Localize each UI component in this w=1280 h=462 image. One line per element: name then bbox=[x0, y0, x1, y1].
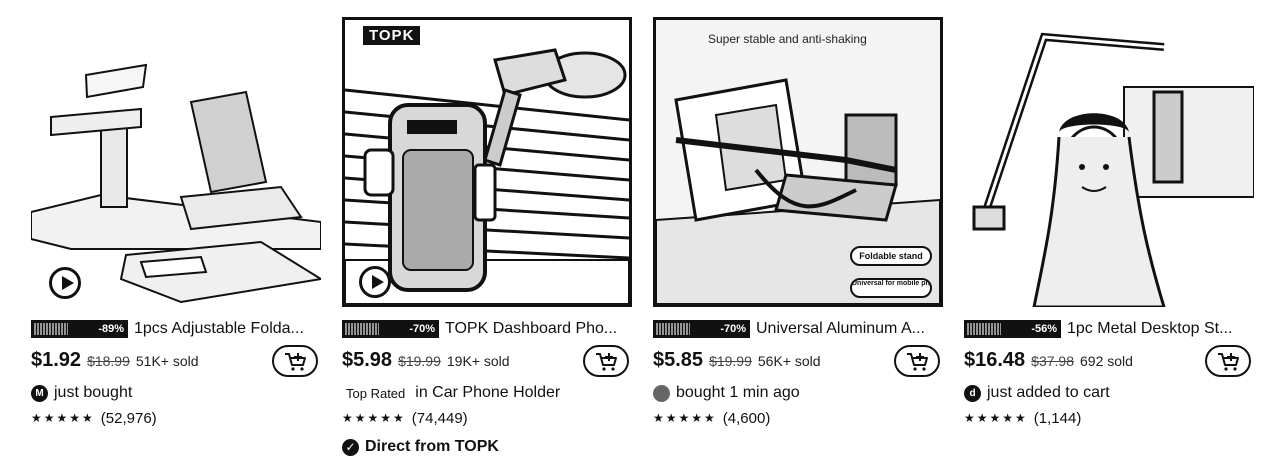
sold-count: 19K+ sold bbox=[446, 353, 510, 369]
review-count: (52,976) bbox=[100, 409, 157, 427]
product-title[interactable]: 1pc Metal Desktop St... bbox=[1067, 320, 1233, 337]
verified-badge-icon: ✓ bbox=[342, 438, 359, 456]
user-avatar-icon: d bbox=[964, 384, 981, 402]
product-card[interactable]: TOPK -70% TOPK Dashboard Pho... $5.98 $1… bbox=[332, 0, 632, 462]
product-card[interactable]: Super stable and anti-shaking Foldable s… bbox=[643, 0, 943, 462]
star-icon: ★★★★★ bbox=[342, 411, 406, 425]
activity-row: d just added to cart bbox=[964, 382, 1110, 404]
top-rated-row[interactable]: Top Rated in Car Phone Holder bbox=[342, 382, 560, 404]
user-avatar-icon bbox=[653, 384, 670, 402]
user-avatar-icon: M bbox=[31, 384, 48, 402]
rating-row[interactable]: ★★★★★ (52,976) bbox=[31, 408, 157, 428]
product-title[interactable]: Universal Aluminum A... bbox=[756, 320, 925, 337]
direct-from-brand-link[interactable]: ✓ Direct from TOPK bbox=[342, 436, 499, 458]
original-price: $37.98 bbox=[1031, 353, 1074, 369]
sold-count: 56K+ sold bbox=[757, 353, 821, 369]
star-icon: ★★★★★ bbox=[31, 411, 95, 425]
top-rated-label: Top Rated bbox=[346, 385, 406, 401]
car-phone-holder-illustration bbox=[345, 20, 629, 304]
deal-badge: -70% bbox=[653, 320, 750, 338]
deal-badge: -89% bbox=[31, 320, 128, 338]
rating-row[interactable]: ★★★★★ (74,449) bbox=[342, 408, 468, 428]
sale-price: $16.48 bbox=[964, 349, 1026, 371]
feature-badge: Foldable stand bbox=[850, 246, 932, 266]
image-caption: Super stable and anti-shaking bbox=[708, 32, 867, 46]
add-to-cart-icon bbox=[596, 353, 617, 371]
price-row: $5.98 $19.99 19K+ sold bbox=[342, 349, 510, 375]
activity-row: bought 1 min ago bbox=[653, 382, 800, 404]
product-card[interactable]: -56% 1pc Metal Desktop St... $16.48 $37.… bbox=[954, 0, 1254, 462]
star-icon: ★★★★★ bbox=[653, 411, 717, 425]
sale-price: $5.98 bbox=[342, 349, 393, 371]
product-title-row[interactable]: -89% 1pcs Adjustable Folda... bbox=[31, 318, 321, 340]
product-image[interactable]: TOPK bbox=[342, 17, 632, 307]
activity-row: M just bought bbox=[31, 382, 132, 404]
sold-count: 692 sold bbox=[1080, 353, 1133, 369]
metal-desktop-stand-illustration bbox=[964, 17, 1254, 307]
product-title-row[interactable]: -56% 1pc Metal Desktop St... bbox=[964, 318, 1254, 340]
sale-price: $5.85 bbox=[653, 349, 704, 371]
product-card[interactable]: -89% 1pcs Adjustable Folda... $1.92 $18.… bbox=[21, 0, 321, 462]
brand-logo: TOPK bbox=[363, 26, 421, 45]
price-row: $16.48 $37.98 692 sold bbox=[964, 349, 1133, 375]
sale-price: $1.92 bbox=[31, 349, 82, 371]
add-to-cart-icon bbox=[285, 353, 306, 371]
product-title-row[interactable]: -70% TOPK Dashboard Pho... bbox=[342, 318, 632, 340]
deal-badge: -56% bbox=[964, 320, 1061, 338]
activity-text: just bought bbox=[54, 384, 133, 401]
add-to-cart-icon bbox=[1218, 353, 1239, 371]
top-rated-category[interactable]: in Car Phone Holder bbox=[415, 384, 561, 401]
price-row: $1.92 $18.99 51K+ sold bbox=[31, 349, 199, 375]
direct-from-text: Direct from TOPK bbox=[365, 438, 499, 455]
review-count: (4,600) bbox=[722, 409, 771, 427]
rating-row[interactable]: ★★★★★ (4,600) bbox=[653, 408, 770, 428]
review-count: (74,449) bbox=[411, 409, 468, 427]
original-price: $18.99 bbox=[87, 353, 130, 369]
product-title-row[interactable]: -70% Universal Aluminum A... bbox=[653, 318, 943, 340]
sold-count: 51K+ sold bbox=[135, 353, 199, 369]
add-to-cart-button[interactable] bbox=[272, 345, 318, 377]
add-to-cart-button[interactable] bbox=[1205, 345, 1251, 377]
review-count: (1,144) bbox=[1033, 409, 1082, 427]
activity-text: just added to cart bbox=[987, 384, 1110, 401]
deal-badge: -70% bbox=[342, 320, 439, 338]
rating-row[interactable]: ★★★★★ (1,144) bbox=[964, 408, 1081, 428]
add-to-cart-button[interactable] bbox=[583, 345, 629, 377]
original-price: $19.99 bbox=[709, 353, 752, 369]
add-to-cart-icon bbox=[907, 353, 928, 371]
product-title[interactable]: 1pcs Adjustable Folda... bbox=[134, 320, 304, 337]
play-icon[interactable] bbox=[359, 266, 391, 298]
star-icon: ★★★★★ bbox=[964, 411, 1028, 425]
play-icon[interactable] bbox=[49, 267, 81, 299]
product-image[interactable] bbox=[31, 17, 321, 307]
original-price: $19.99 bbox=[398, 353, 441, 369]
price-row: $5.85 $19.99 56K+ sold bbox=[653, 349, 821, 375]
phone-stand-illustration bbox=[31, 17, 321, 307]
feature-badge: Universal for mobile phones/ pads bbox=[850, 278, 932, 298]
product-title[interactable]: TOPK Dashboard Pho... bbox=[445, 320, 618, 337]
add-to-cart-button[interactable] bbox=[894, 345, 940, 377]
product-image[interactable] bbox=[964, 17, 1254, 307]
product-image[interactable]: Super stable and anti-shaking Foldable s… bbox=[653, 17, 943, 307]
activity-text: bought 1 min ago bbox=[676, 384, 800, 401]
